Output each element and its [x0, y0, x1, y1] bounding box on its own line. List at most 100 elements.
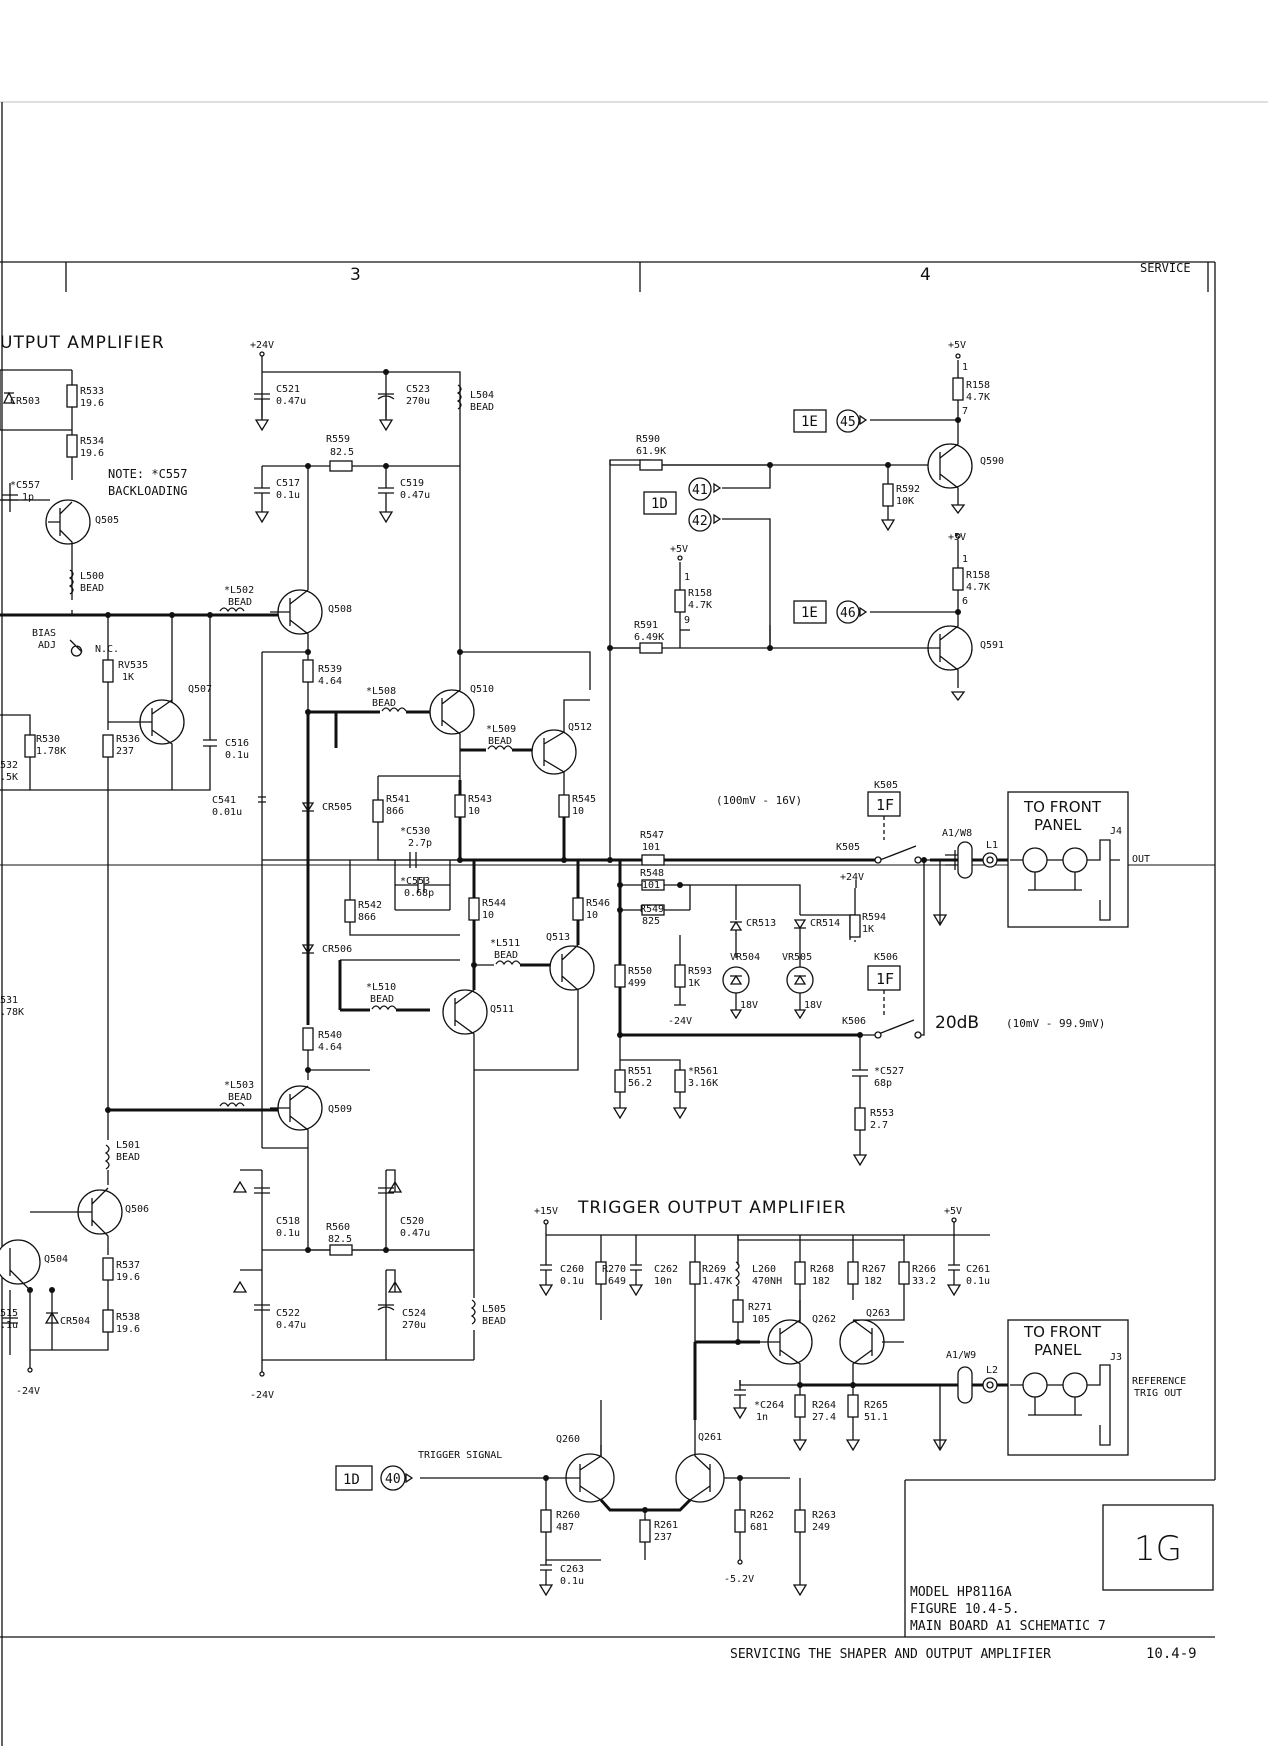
c527-value: 68p — [874, 1078, 892, 1089]
r268-label: R268 — [810, 1264, 834, 1275]
r158-b-pin1: 1 — [684, 572, 690, 583]
ref-1f-b: 1F — [876, 970, 894, 988]
r593-value: 1K — [688, 978, 700, 989]
l509-label: *L509 — [486, 724, 516, 735]
r263-label: R263 — [812, 1510, 836, 1521]
c263-label: C263 — [560, 1564, 584, 1575]
r271-value: 105 — [752, 1314, 770, 1325]
q510-label: Q510 — [470, 684, 494, 695]
minus24v-vr-label: -24V — [668, 1016, 692, 1027]
vr504-value: 18V — [740, 1000, 758, 1011]
r539-label: R539 — [318, 664, 342, 675]
minus24v-left-label: -24V — [16, 1386, 40, 1397]
footer-caption: SERVICING THE SHAPER AND OUTPUT AMPLIFIE… — [730, 1647, 1051, 1662]
nc-label: N.C. — [95, 644, 119, 655]
c262-label: C262 — [654, 1264, 678, 1275]
r260-value: 487 — [556, 1522, 574, 1533]
ref-1e-a: 1E — [801, 414, 818, 430]
q512-label: Q512 — [568, 722, 592, 733]
l260-value: 470NH — [752, 1276, 782, 1287]
r551-label: R551 — [628, 1066, 652, 1077]
r543-value: 10 — [468, 806, 480, 817]
r590-value: 61.9K — [636, 446, 666, 457]
r539-value: 4.64 — [318, 676, 342, 687]
r158-b-pin9: 9 — [684, 615, 690, 626]
q509-label: Q509 — [328, 1104, 352, 1115]
plus15v-label: +15V — [534, 1206, 558, 1217]
r542-label: R542 — [358, 900, 382, 911]
r269-value: 1.47K — [702, 1276, 732, 1287]
r538-value: 19.6 — [116, 1324, 140, 1335]
ref-42: 42 — [692, 514, 708, 529]
ref-45: 45 — [840, 415, 856, 430]
r265-value: 51.1 — [864, 1412, 888, 1423]
r158-a-pin1: 1 — [962, 362, 968, 373]
zone-4-label: 4 — [920, 265, 931, 285]
k505-top-label: K505 — [874, 780, 898, 791]
service-label: SERVICE — [1140, 261, 1191, 275]
footer-page-number: 10.4-9 — [1146, 1646, 1197, 1662]
c515-value: .1u — [0, 1320, 18, 1331]
c264-value: 1n — [756, 1412, 768, 1423]
c541-label: C541 — [212, 795, 236, 806]
model-label: MODEL HP8116A — [910, 1585, 1012, 1600]
c261-label: C261 — [966, 1264, 990, 1275]
attenuator-20db-label: 20dB — [935, 1013, 979, 1033]
r542-value: 866 — [358, 912, 376, 923]
c553-value: 0.68p — [404, 888, 434, 899]
r262-label: R262 — [750, 1510, 774, 1521]
note-label: NOTE: *C557 — [108, 467, 187, 481]
r530-value: 1.78K — [36, 746, 66, 757]
panel-b: PANEL — [1034, 1341, 1082, 1359]
r561-label: *R561 — [688, 1066, 718, 1077]
c524-value: 270u — [402, 1320, 426, 1331]
r531-label: 531 — [0, 995, 18, 1006]
r591-label: R591 — [634, 620, 658, 631]
c553-label: *C553 — [400, 876, 430, 887]
r270-label: R270 — [602, 1264, 626, 1275]
r532-label: 532 — [0, 760, 18, 771]
ref-1d-a: 1D — [651, 496, 668, 512]
ref-41: 41 — [692, 483, 708, 498]
r533-label: R533 — [80, 386, 104, 397]
r531-value: .78K — [0, 1007, 24, 1018]
adj-label: ADJ — [38, 640, 56, 651]
r532-value: .5K — [0, 772, 18, 783]
drawing-frame — [0, 261, 1216, 1638]
l510-label: *L510 — [366, 982, 396, 993]
c263-value: 0.1u — [560, 1576, 584, 1587]
c519-label: C519 — [400, 478, 424, 489]
k506-top-label: K506 — [874, 952, 898, 963]
c557-label: *C557 — [10, 480, 40, 491]
figure-label: FIGURE 10.4-5. — [910, 1602, 1020, 1617]
bias-label: BIAS — [32, 628, 56, 639]
r158-c-pin1: 1 — [962, 554, 968, 565]
l501-label: L501 — [116, 1140, 140, 1151]
l502-label: *L502 — [224, 585, 254, 596]
q260-label: Q260 — [556, 1434, 580, 1445]
l504-value: BEAD — [470, 402, 494, 413]
to-front-panel-a: TO FRONT — [1023, 798, 1102, 816]
cr503-label: CR503 — [10, 396, 40, 407]
r590-label: R590 — [636, 434, 660, 445]
c518-value: 0.1u — [276, 1228, 300, 1239]
k506-label: K506 — [842, 1016, 866, 1027]
q262-label: Q262 — [812, 1314, 836, 1325]
vr505-label: VR505 — [782, 952, 812, 963]
r548-label: R548 — [640, 868, 664, 879]
plus5v-trigger-label: +5V — [944, 1206, 962, 1217]
to-front-panel-b: TO FRONT — [1023, 1323, 1102, 1341]
r261-value: 237 — [654, 1532, 672, 1543]
q511-label: Q511 — [490, 1004, 514, 1015]
out-label: OUT — [1132, 854, 1150, 865]
ref-1f-a: 1F — [876, 796, 894, 814]
r158-b-label: R158 — [688, 588, 712, 599]
note-backloading-label: BACKLOADING — [108, 484, 187, 498]
r545-label: R545 — [572, 794, 596, 805]
trigger-signal-label: TRIGGER SIGNAL — [418, 1450, 502, 1461]
trigger-output-amplifier-title: TRIGGER OUTPUT AMPLIFIER — [577, 1198, 847, 1218]
c520-value: 0.47u — [400, 1228, 430, 1239]
r536-label: R536 — [116, 734, 140, 745]
r263-value: 249 — [812, 1522, 830, 1533]
c519-value: 0.47u — [400, 490, 430, 501]
